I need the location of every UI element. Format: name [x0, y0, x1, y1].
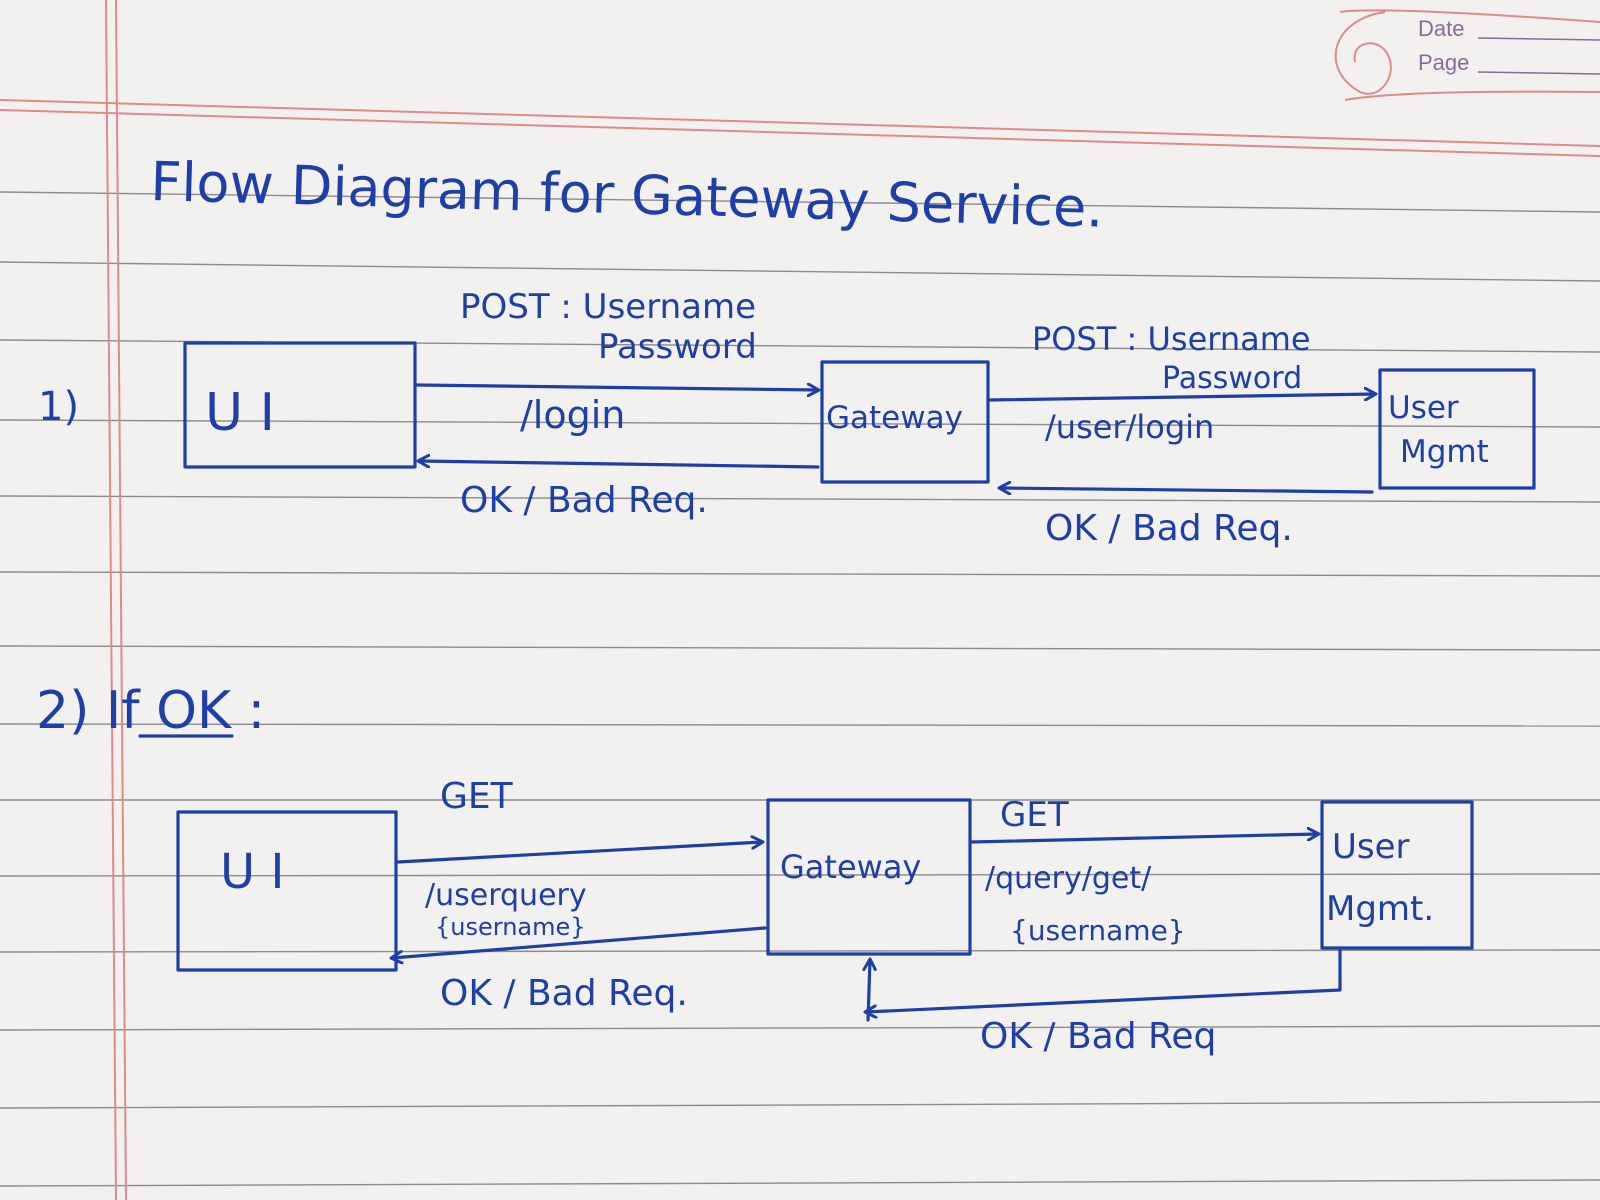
s1-gateway-to-ui-arrow	[419, 461, 820, 469]
s1-user-mgmt-line2: Mgmt	[1400, 434, 1489, 470]
s1-gateway-to-ui-response: OK / Bad Req.	[460, 480, 708, 521]
s1-user-mgmt-to-gateway-arrow	[1000, 488, 1374, 492]
s2-response-to-gateway-up-arrow	[868, 960, 870, 1022]
s1-ui-to-gateway-path: /login	[520, 393, 625, 437]
s2-gateway-box	[766, 798, 972, 956]
s2-gateway-to-user-mgmt-path: /query/get/	[985, 861, 1152, 896]
s2-ui-label: U I	[220, 844, 285, 900]
section-2-heading: 2) If OK :	[36, 681, 265, 741]
page-label: Page	[1418, 50, 1469, 75]
s2-ui-to-gateway-path-2: {username}	[435, 913, 586, 941]
s2-gateway-to-ui-response: OK / Bad Req.	[440, 973, 688, 1014]
s2-gateway-to-ui-arrow	[392, 926, 767, 958]
s1-ui-to-gateway-arrow	[415, 385, 818, 390]
s2-ui-to-gateway-method: GET	[440, 776, 514, 817]
s2-user-mgmt-line2: Mgmt.	[1326, 889, 1434, 929]
s2-gateway-to-user-mgmt-arrow	[970, 834, 1318, 844]
s2-user-mgmt-line1: User	[1332, 827, 1410, 867]
s1-user-mgmt-to-gateway-response: OK / Bad Req.	[1045, 508, 1293, 549]
s1-gateway-label: Gateway	[826, 400, 963, 436]
s2-gateway-to-user-mgmt-path-2: {username}	[1010, 914, 1186, 947]
s2-ui-to-gateway-arrow	[396, 842, 762, 864]
s2-gateway-label: Gateway	[780, 848, 921, 886]
s2-user-mgmt-to-gateway-arrow	[866, 946, 1342, 1012]
s1-gateway-to-user-mgmt-method: POST : Username	[1032, 320, 1311, 358]
s1-ui-to-gateway-method: POST : Username	[460, 287, 756, 327]
s2-user-mgmt-box	[1320, 800, 1474, 950]
s1-gateway-to-user-mgmt-arrow	[988, 394, 1375, 402]
s1-gateway-box	[820, 360, 990, 484]
s1-ui-box	[183, 341, 417, 469]
s2-user-mgmt-to-gateway-response: OK / Bad Req	[980, 1016, 1216, 1057]
s1-gateway-to-user-mgmt-method-2: Password	[1162, 361, 1302, 396]
s2-ui-box	[176, 810, 398, 972]
section-1: 1) U I Gateway User Mgmt POST : Username…	[38, 287, 1536, 549]
s2-gateway-to-user-mgmt-method: GET	[1000, 795, 1069, 835]
date-page-stamp: Date Page	[1334, 9, 1600, 101]
s2-ui-to-gateway-path: /userquery	[425, 878, 587, 913]
section-1-number: 1)	[38, 384, 79, 430]
s1-user-mgmt-box	[1378, 368, 1536, 490]
date-label: Date	[1418, 16, 1464, 41]
s1-ui-label: U I	[205, 383, 275, 443]
section-2: 2) If OK : U I Gateway User Mgmt. GET /u…	[36, 681, 1474, 1057]
s1-user-mgmt-line1: User	[1388, 390, 1459, 426]
s1-ui-to-gateway-method-2: Password	[598, 327, 757, 367]
s1-gateway-to-user-mgmt-path: /user/login	[1045, 408, 1214, 446]
